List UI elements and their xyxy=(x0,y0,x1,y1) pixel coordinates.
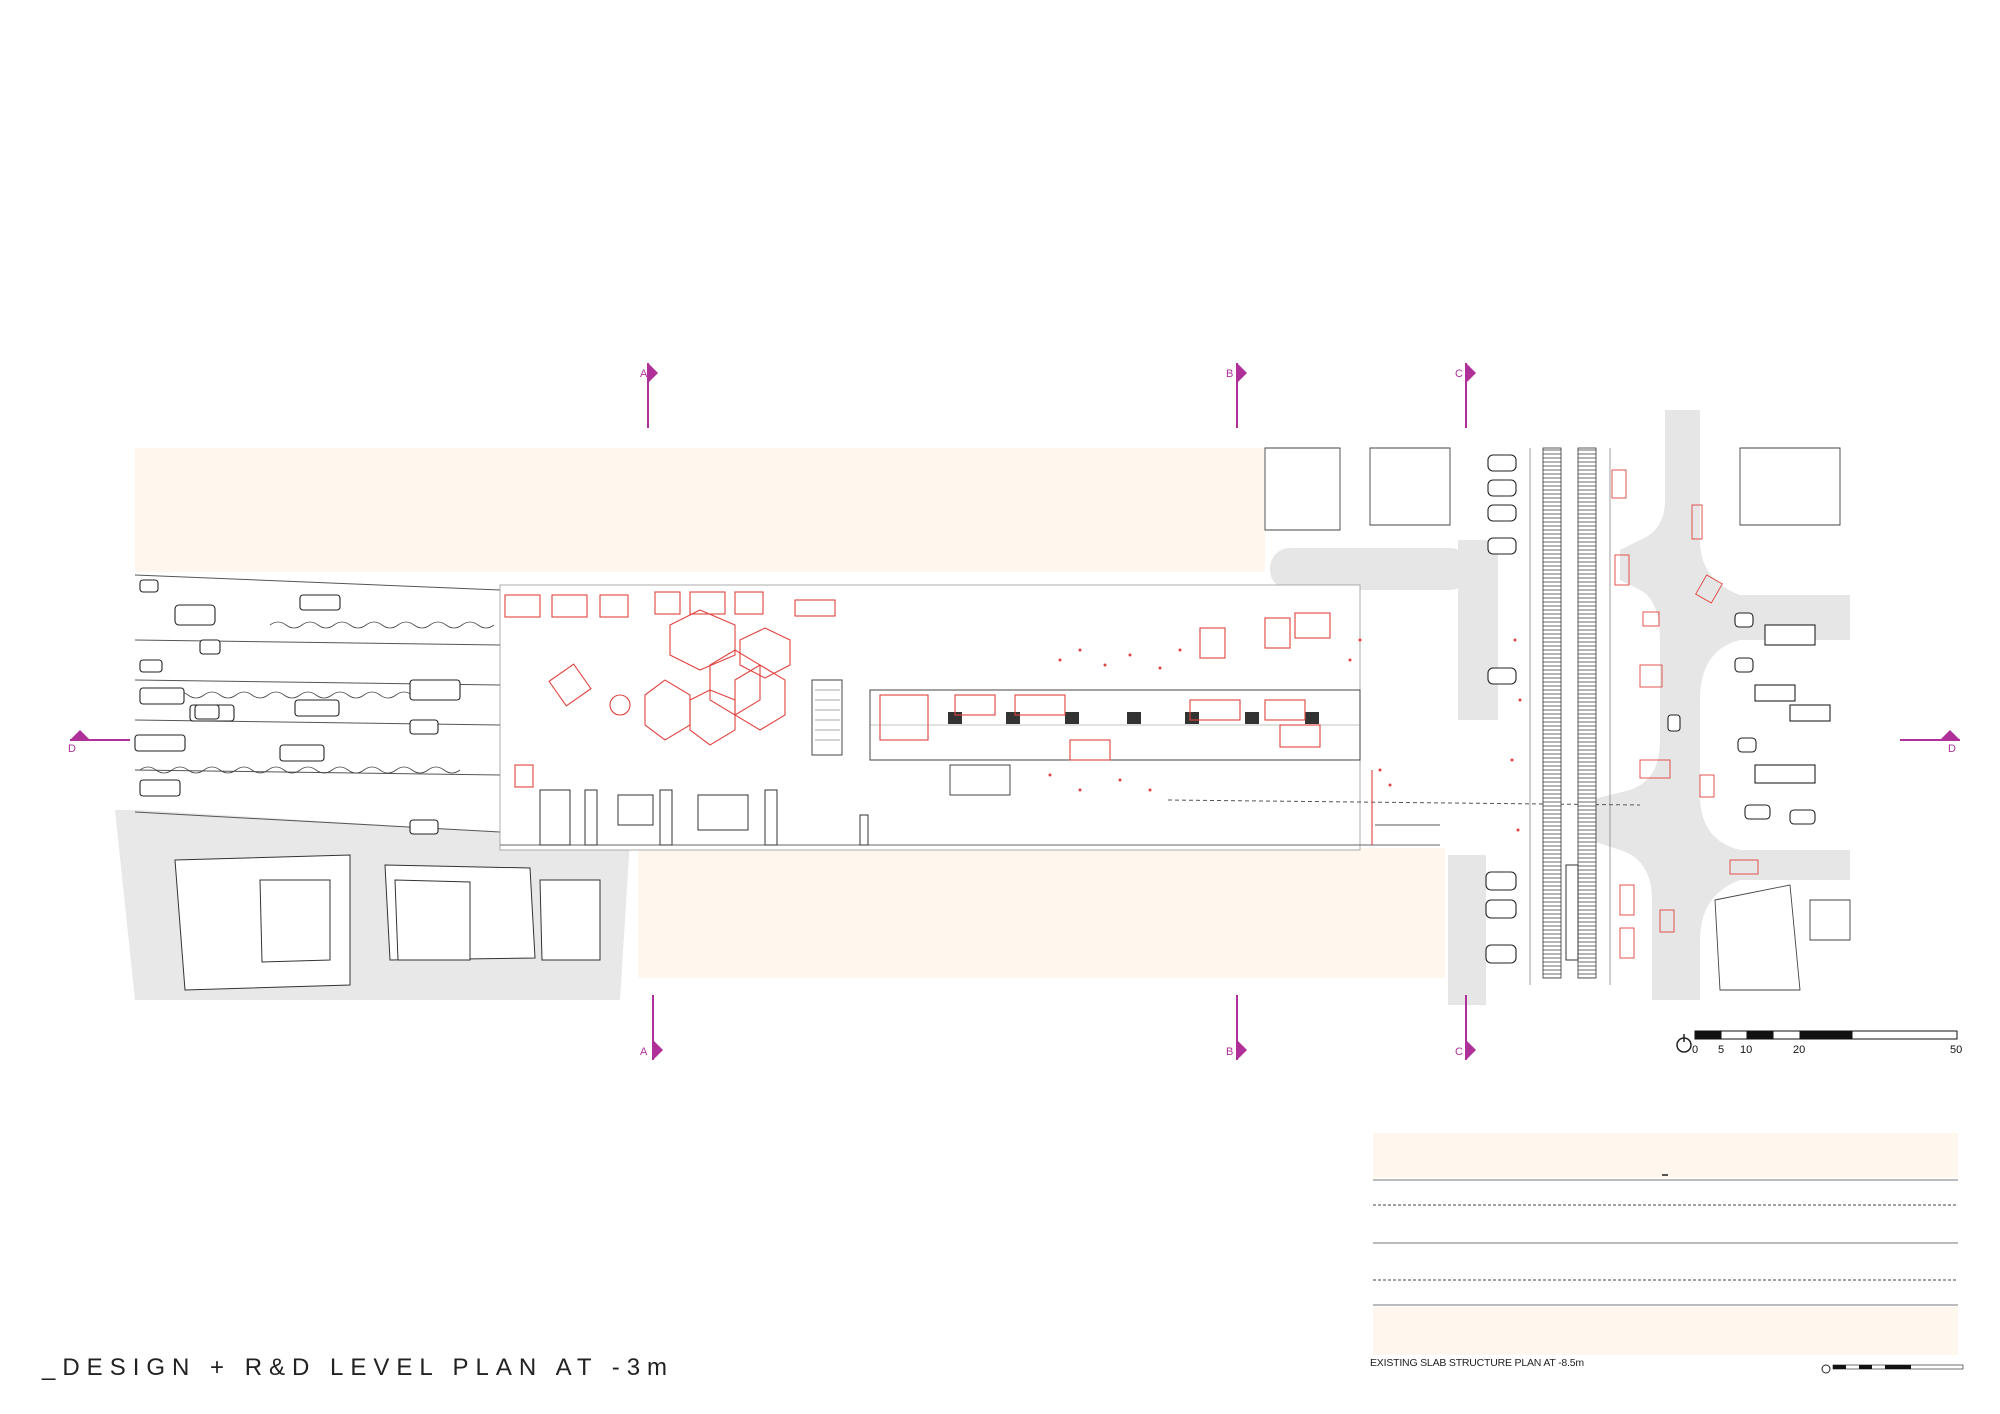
scale-bar xyxy=(1694,1030,1958,1040)
scale-label-0: 0 xyxy=(1692,1044,1698,1056)
north-arrow-icon xyxy=(1676,1034,1692,1053)
railway xyxy=(1529,447,1611,985)
section-label-b-top: B xyxy=(1226,368,1233,380)
section-label-c-bottom: C xyxy=(1455,1046,1463,1058)
slab-plan-caption: EXISTING SLAB STRUCTURE PLAN AT -8.5m xyxy=(1370,1357,1584,1369)
vehicles-west xyxy=(134,579,461,835)
existing-buildings-east xyxy=(1264,447,1851,991)
road-segment xyxy=(1270,548,1470,590)
scale-label-50: 50 xyxy=(1950,1044,1962,1056)
tree-strip xyxy=(139,621,495,774)
slab-scale-bar xyxy=(1821,1364,1964,1374)
road-segment xyxy=(1590,410,1850,1000)
section-lines xyxy=(70,363,1960,1060)
red-annotation-marks xyxy=(1048,638,1522,832)
building-block-south xyxy=(638,848,1445,978)
section-label-a-top: A xyxy=(640,368,648,380)
section-label-b-bottom: B xyxy=(1226,1046,1233,1058)
scale-label-5: 5 xyxy=(1718,1044,1724,1056)
vehicles-east xyxy=(1485,454,1831,964)
page-title: _DESIGN + R&D LEVEL PLAN AT -3m xyxy=(42,1354,675,1381)
section-label-c-top: C xyxy=(1455,368,1463,380)
design-interventions xyxy=(504,469,1759,959)
existing-buildings-sw xyxy=(174,854,601,991)
section-label-d-right: D xyxy=(1948,743,1956,755)
central-corridor xyxy=(499,584,1641,851)
scale-label-20: 20 xyxy=(1793,1044,1805,1056)
road-segment xyxy=(1448,855,1486,1005)
building-block-north xyxy=(135,448,1265,572)
slab-structure-plan xyxy=(1373,1133,1958,1355)
section-label-d-left: D xyxy=(68,743,76,755)
section-label-a-bottom: A xyxy=(640,1046,648,1058)
scale-label-10: 10 xyxy=(1740,1044,1752,1056)
building-blocks xyxy=(135,448,1445,978)
